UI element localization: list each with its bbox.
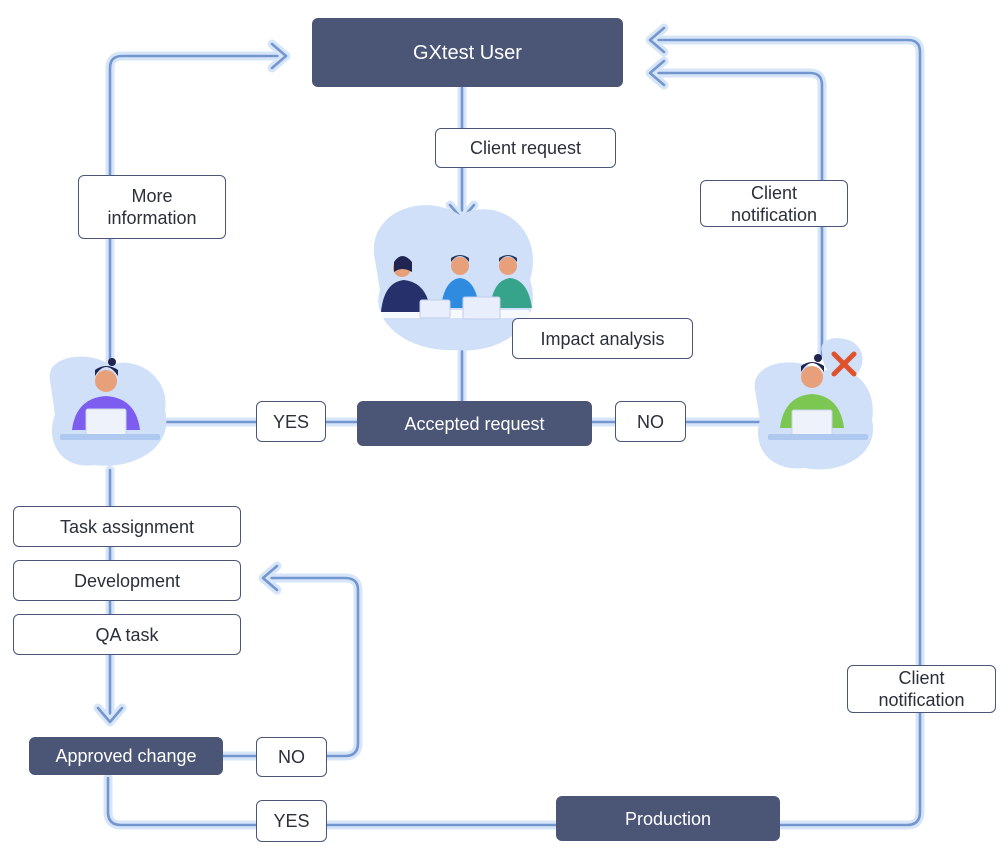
yes-bottom-box: YES — [256, 800, 327, 842]
yes-left-label: YES — [272, 411, 310, 432]
no-right-box: NO — [615, 401, 686, 442]
arrow-left-notify-2 — [648, 26, 666, 54]
task-assignment-label: Task assignment — [59, 516, 195, 537]
production-box: Production — [556, 796, 780, 841]
accepted-request-box: Accepted request — [357, 401, 592, 446]
no-right-label: NO — [637, 411, 664, 432]
more-information-box: More information — [78, 175, 226, 239]
rejected-client-illustration — [754, 338, 874, 470]
arrow-down-approved — [96, 706, 124, 724]
development-box: Development — [13, 560, 241, 601]
arrow-left-development — [261, 564, 279, 592]
production-label: Production — [624, 808, 712, 829]
no-bottom-box: NO — [256, 737, 327, 777]
impact-analysis-box: Impact analysis — [512, 318, 693, 359]
approved-change-label: Approved change — [55, 746, 197, 766]
client-notification-bottom-label: Client notification — [878, 668, 965, 710]
gxtest-user-label: GXtest User — [413, 41, 522, 64]
gxtest-user-box: GXtest User — [312, 18, 623, 87]
client-notification-top-box: Client notification — [700, 180, 848, 227]
yes-bottom-label: YES — [273, 811, 310, 831]
qa-task-box: QA task — [13, 614, 241, 655]
client-request-label: Client request — [469, 138, 582, 158]
team-illustration — [373, 205, 533, 351]
client-notification-bottom-box: Client notification — [847, 665, 996, 713]
development-label: Development — [73, 570, 181, 591]
yes-left-box: YES — [256, 401, 326, 442]
client-notification-top-label: Client notification — [730, 182, 818, 225]
client-request-box: Client request — [435, 128, 616, 168]
approved-change-box: Approved change — [29, 737, 223, 775]
impact-analysis-label: Impact analysis — [540, 328, 665, 349]
reject-x-icon — [831, 351, 857, 377]
more-information-label: More information — [107, 186, 197, 228]
arrow-left-notify-1 — [648, 59, 666, 87]
qa-task-label: QA task — [95, 624, 159, 645]
task-assignment-box: Task assignment — [13, 506, 241, 547]
arrow-right-user — [270, 42, 288, 70]
no-bottom-label: NO — [278, 747, 305, 767]
accepted-request-label: Accepted request — [404, 413, 545, 434]
developer-illustration — [49, 356, 167, 466]
